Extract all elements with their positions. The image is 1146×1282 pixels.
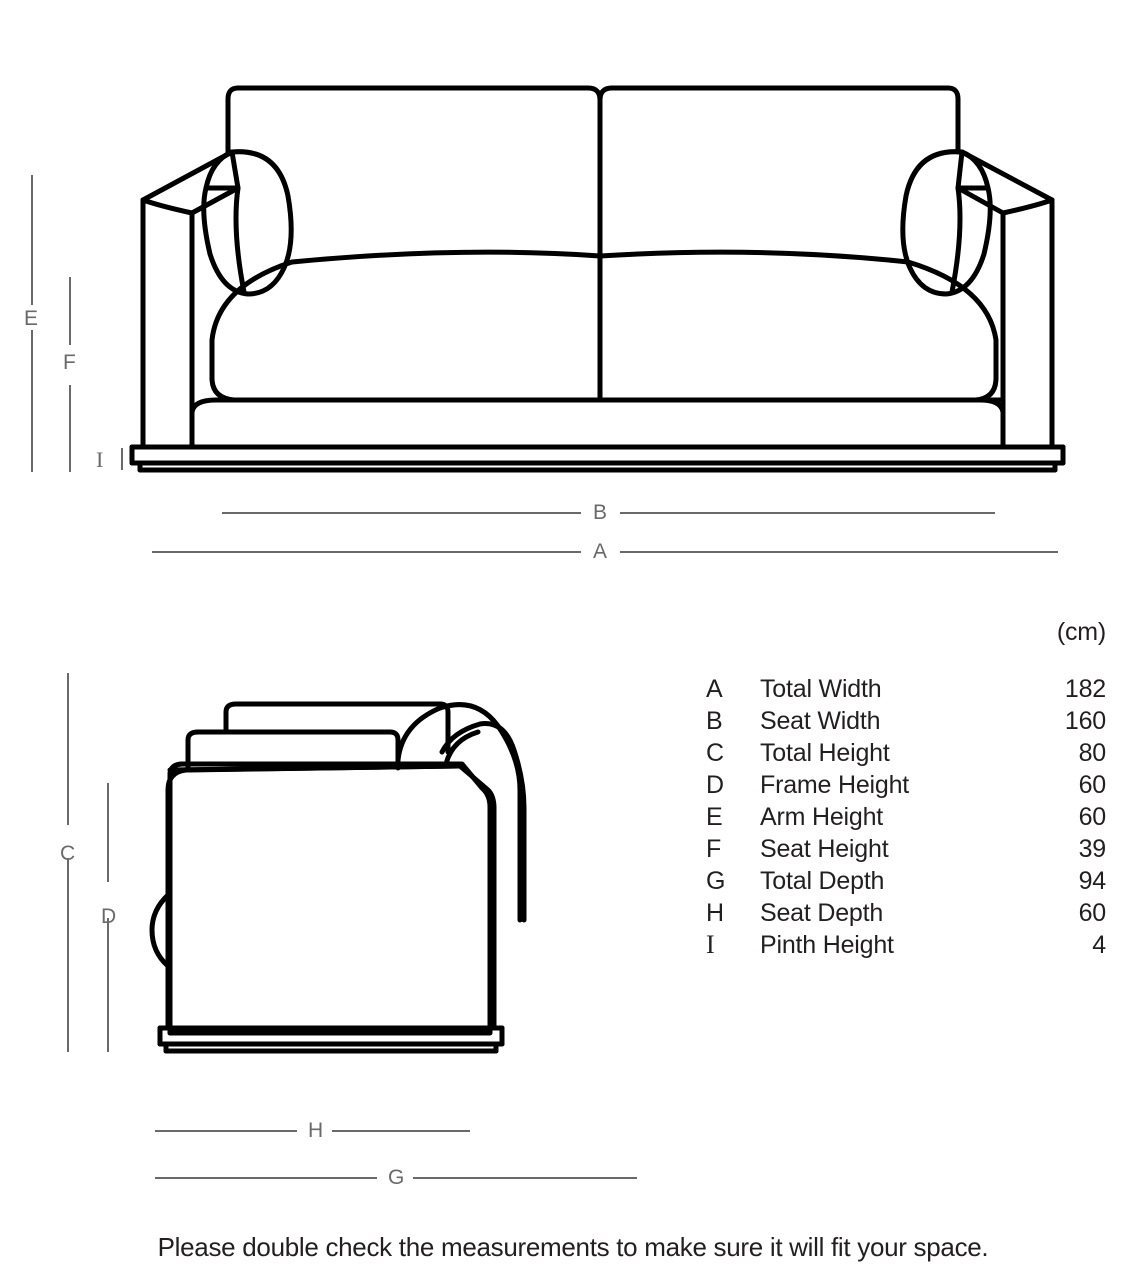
legend-value: 60 [1078, 899, 1107, 927]
dim-label-I: I [96, 447, 104, 472]
side-elevation-sofa-drawing [149, 701, 527, 1054]
legend-name: Seat Depth [760, 899, 884, 927]
dim-label-F: F [63, 351, 77, 374]
legend-key: E [706, 803, 723, 831]
legend-rows: A Total Width 182 B Seat Width 160 C Tot… [706, 673, 1106, 961]
legend-name: Frame Height [760, 771, 910, 799]
dim-label-B: B [593, 501, 608, 524]
legend-row: G Total Depth 94 [706, 865, 1106, 897]
legend-value: 160 [1064, 707, 1106, 735]
legend-row: B Seat Width 160 [706, 705, 1106, 737]
legend-name: Total Width [760, 675, 882, 703]
legend-value: 60 [1078, 771, 1107, 799]
legend-key: F [706, 835, 722, 863]
legend-row: F Seat Height 39 [706, 833, 1106, 865]
legend-value: 182 [1064, 675, 1106, 703]
dim-label-E: E [24, 307, 39, 330]
legend-key: C [706, 739, 725, 767]
dim-label-D: D [101, 905, 117, 928]
legend-value: 39 [1078, 835, 1107, 863]
legend-key: I [706, 930, 715, 959]
legend-key: A [706, 675, 723, 703]
legend-key: G [706, 867, 726, 895]
dim-label-A: A [593, 540, 608, 563]
legend-value: 4 [1092, 931, 1106, 959]
legend-name: Pinth Height [760, 931, 894, 959]
legend-key: B [706, 707, 723, 735]
legend-name: Seat Height [760, 835, 889, 863]
legend-row: D Frame Height 60 [706, 769, 1106, 801]
legend-name: Arm Height [760, 803, 884, 831]
legend-value: 60 [1078, 803, 1107, 831]
legend-row: E Arm Height 60 [706, 801, 1106, 833]
legend-row: C Total Height 80 [706, 737, 1106, 769]
legend-unit-label: (cm) [1056, 618, 1106, 646]
legend-name: Seat Width [760, 707, 881, 735]
legend-key: D [706, 771, 725, 799]
legend-name: Total Depth [760, 867, 885, 895]
legend-name: Total Height [760, 739, 890, 767]
legend-key: H [706, 899, 725, 927]
legend-row: I Pinth Height 4 [706, 929, 1106, 961]
side-view-dimension-lines [67, 673, 637, 1179]
front-view-dimension-lines [31, 175, 1058, 553]
dim-label-G: G [388, 1166, 405, 1189]
legend-value: 80 [1078, 739, 1107, 767]
dim-label-C: C [60, 842, 76, 865]
dim-label-H: H [308, 1119, 324, 1142]
legend-row: H Seat Depth 60 [706, 897, 1106, 929]
legend-row: A Total Width 182 [706, 673, 1106, 705]
front-elevation-sofa-drawing [129, 85, 1066, 473]
footer-disclaimer-note: Please double check the measurements to … [157, 1232, 989, 1262]
legend-value: 94 [1078, 867, 1107, 895]
